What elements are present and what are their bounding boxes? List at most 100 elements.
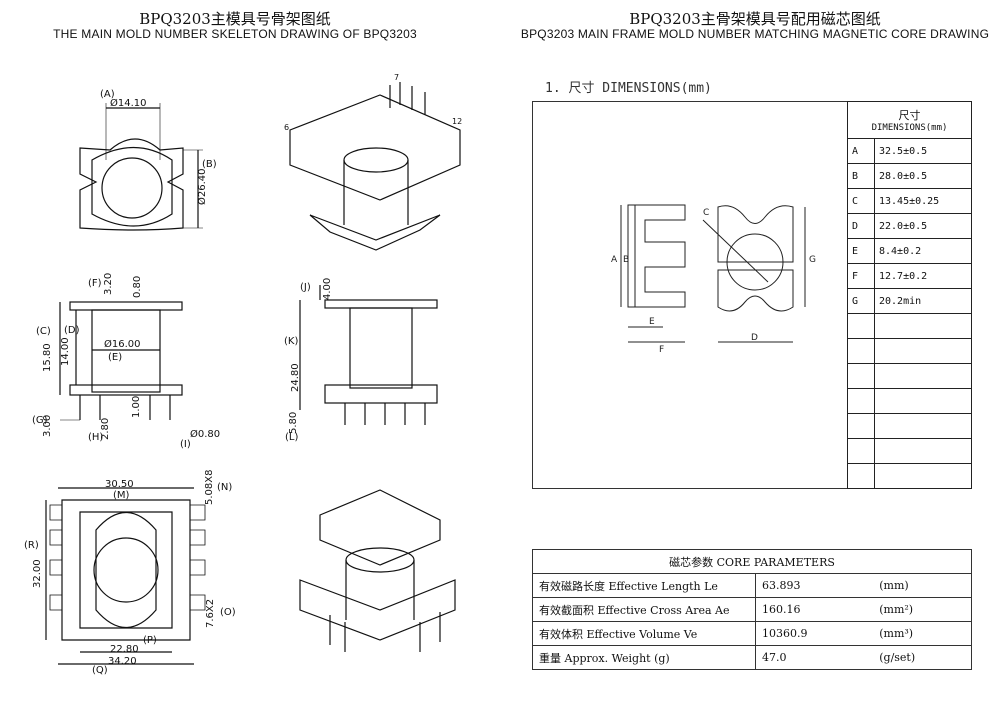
dim-i: Ø0.80	[190, 428, 220, 440]
core-label-b: B	[623, 255, 629, 265]
dimension-key: A	[847, 138, 875, 164]
core-parameter-value: 160.16	[755, 597, 874, 622]
label-g: (G)	[32, 415, 48, 426]
label-m: (M)	[113, 490, 130, 501]
label-k: (K)	[284, 336, 298, 347]
empty-dimension-row	[847, 338, 972, 364]
dimension-key: G	[847, 288, 875, 314]
dim-header-en: DIMENSIONS(mm)	[871, 123, 948, 133]
dim-o: 7.6X2	[205, 599, 216, 628]
label-d: (D)	[64, 325, 80, 336]
label-b: (B)	[202, 159, 217, 170]
dim-n: 5.08X8	[204, 470, 215, 505]
right-title-en: BPQ3203 MAIN FRAME MOLD NUMBER MATCHING …	[520, 27, 990, 41]
core-label-a: A	[611, 255, 618, 265]
label-q: (Q)	[92, 665, 108, 676]
dim-k: 24.80	[290, 363, 301, 392]
dim-c: 15.80	[42, 343, 53, 372]
dim-p: 22.80	[110, 644, 139, 655]
pin-7: 7	[394, 73, 399, 82]
core-label-f: F	[659, 345, 664, 355]
top-view	[79, 103, 203, 231]
core-parameter-unit: (mm²)	[873, 597, 973, 622]
empty-dimension-row	[847, 363, 972, 389]
dim-d: 14.00	[60, 337, 71, 366]
core-parameter-unit: (g/set)	[873, 645, 973, 670]
core-label-e: E	[649, 317, 655, 327]
dimension-key: D	[847, 213, 875, 239]
dimension-value: 32.5±0.5	[874, 138, 972, 164]
dimension-value: 28.0±0.5	[874, 163, 972, 189]
core-parameters-header: 磁芯参数 CORE PARAMETERS	[532, 549, 972, 574]
dim-q: 34.20	[108, 656, 137, 667]
dim-l: 5.80	[288, 412, 299, 434]
empty-dimension-row	[847, 413, 972, 439]
iso-view-top	[289, 82, 461, 251]
iso-view-bottom	[299, 489, 456, 652]
right-title-cn: BPQ3203主骨架模具号配用磁芯图纸	[629, 10, 881, 28]
dimension-key: F	[847, 263, 875, 289]
label-c: (C)	[36, 326, 51, 337]
dim-header-cn: 尺寸	[898, 109, 921, 122]
label-n: (N)	[217, 482, 232, 493]
dim-j: 4.00	[322, 278, 333, 300]
dimension-value: 8.4±0.2	[874, 238, 972, 264]
core-parameter-unit: (mm)	[873, 573, 973, 598]
label-o: (O)	[220, 607, 236, 618]
empty-dimension-row	[847, 463, 972, 489]
core-parameter-label: 有效体积 Effective Volume Ve	[532, 621, 756, 646]
core-parameter-label: 重量 Approx. Weight (g)	[532, 645, 756, 670]
empty-dimension-row	[847, 438, 972, 464]
core-parameter-value: 10360.9	[755, 621, 874, 646]
dimension-key: E	[847, 238, 875, 264]
side-view	[299, 285, 438, 425]
dimension-key: C	[847, 188, 875, 214]
left-title-cn: BPQ3203主模具号骨架图纸	[139, 10, 331, 28]
dimension-value: 12.7±0.2	[874, 263, 972, 289]
core-parameter-label: 有效磁路长度 Effective Length Le	[532, 573, 756, 598]
core-label-d: D	[751, 333, 758, 343]
dim-b: Ø26.40	[196, 169, 208, 206]
core-parameter-label: 有效截面积 Effective Cross Area Ae	[532, 597, 756, 622]
dimension-value: 22.0±0.5	[874, 213, 972, 239]
front-view	[59, 301, 183, 421]
label-f: (F)	[88, 278, 102, 289]
core-label-g: G	[809, 255, 816, 265]
dim-g: 3.00	[42, 415, 53, 437]
label-h: (H)	[88, 432, 103, 443]
dimension-value: 13.45±0.25	[874, 188, 972, 214]
dim-m: 30.50	[105, 479, 134, 490]
pin-6: 6	[284, 123, 289, 132]
label-p: (P)	[143, 635, 157, 646]
pin-12: 12	[452, 117, 462, 126]
dimension-key: B	[847, 163, 875, 189]
label-e: (E)	[108, 352, 122, 363]
dimensions-table-header: 尺寸 DIMENSIONS(mm)	[847, 101, 972, 139]
label-r: (R)	[24, 540, 39, 551]
core-parameter-row: 重量 Approx. Weight (g)47.0(g/set)	[532, 645, 973, 670]
dim-a: Ø14.10	[110, 97, 147, 109]
core-parameters-table: 磁芯参数 CORE PARAMETERS 有效磁路长度 Effective Le…	[532, 549, 973, 670]
dim-h: 2.80	[100, 418, 111, 440]
core-label-c: C	[703, 208, 709, 218]
label-i: (I)	[180, 439, 191, 450]
left-title-en: THE MAIN MOLD NUMBER SKELETON DRAWING OF…	[53, 27, 417, 41]
core-drawing: A B C D E F G	[611, 204, 816, 355]
dimensions-section-title: 1. 尺寸 DIMENSIONS(mm)	[545, 81, 712, 96]
empty-dimension-row	[847, 388, 972, 414]
core-parameter-value: 63.893	[755, 573, 874, 598]
dim-100: 1.00	[131, 396, 142, 418]
dim-080: 0.80	[132, 276, 143, 298]
bottom-view	[45, 487, 206, 665]
